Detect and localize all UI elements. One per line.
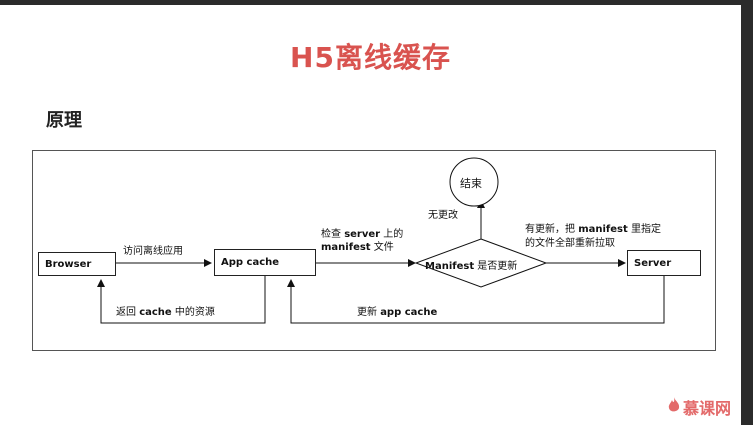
label-check-line2: manifest 文件 (321, 241, 394, 254)
label-no-change: 无更改 (428, 210, 458, 221)
label-check-2-post: 文件 (370, 242, 394, 253)
label-update-line1: 有更新，把 manifest 里指定 (525, 223, 661, 236)
label-update-app-cache: 更新 app cache (357, 306, 437, 319)
label-update-line2: 的文件全部重新拉取 (525, 238, 615, 249)
decision-label: Manifest 是否更新 (425, 257, 517, 272)
label-check-2-bold: manifest (321, 242, 371, 253)
end-circle (449, 157, 499, 207)
label-check-line1: 检查 server 上的 (321, 228, 403, 241)
server-box: Server (627, 250, 701, 276)
app-cache-box: App cache (214, 249, 316, 276)
label-visit: 访问离线应用 (123, 246, 183, 257)
label-update-1-post: 里指定 (627, 224, 661, 235)
window-top-bar (0, 0, 753, 5)
slide-title: H5离线缓存 (290, 41, 451, 74)
server-label: Server (634, 257, 672, 269)
label-return-pre: 返回 (116, 307, 140, 318)
app-cache-label: App cache (221, 257, 280, 268)
label-return: 返回 cache 中的资源 (116, 306, 215, 319)
label-check-1-bold: server (344, 229, 381, 240)
decision-diamond (414, 238, 548, 288)
label-return-bold: cache (139, 307, 172, 318)
flow-diagram: Browser App cache Server 结束 Manifest 是否更… (32, 150, 716, 351)
arrow-appcache-to-browser (97, 276, 266, 324)
brand-logo: 慕课网 (668, 395, 731, 419)
end-label: 结束 (460, 177, 482, 190)
arrow-server-to-appcache (287, 276, 665, 324)
label-update-app-bold: app cache (380, 307, 438, 318)
browser-label: Browser (45, 258, 92, 270)
decision-label-bold: Manifest (425, 261, 475, 272)
label-update-1-bold: manifest (578, 224, 628, 235)
label-update-app-pre: 更新 (357, 307, 381, 318)
section-title: 原理 (46, 110, 82, 131)
label-check-1-pre: 检查 (321, 229, 345, 240)
window-right-bar (741, 0, 753, 425)
label-check-1-post: 上的 (380, 229, 404, 240)
diagram-connectors (97, 157, 665, 324)
browser-box: Browser (38, 252, 116, 276)
flame-icon (668, 397, 680, 417)
label-return-post: 中的资源 (171, 307, 215, 318)
decision-label-rest: 是否更新 (474, 261, 518, 272)
brand-logo-text: 慕课网 (682, 399, 731, 418)
label-update-1-pre: 有更新，把 (525, 224, 579, 235)
